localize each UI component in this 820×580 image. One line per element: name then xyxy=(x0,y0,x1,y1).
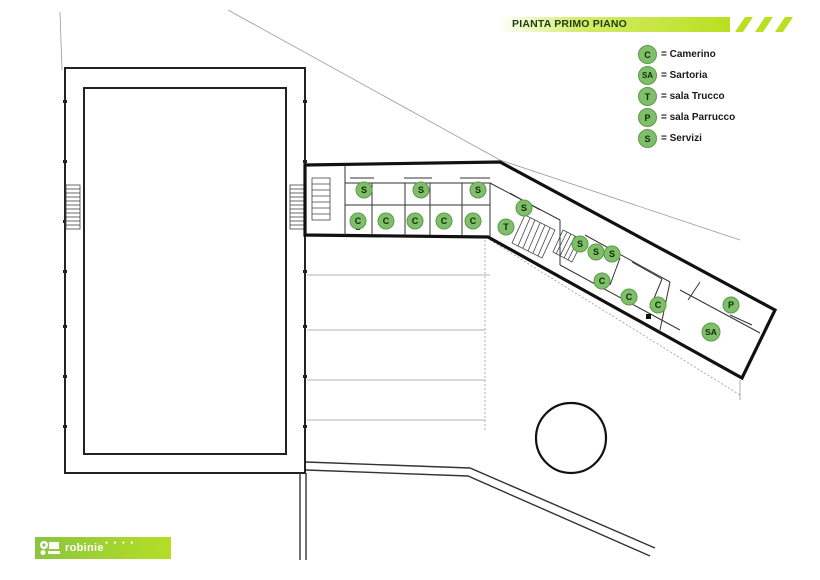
legend-item: SA = Sartoria xyxy=(638,65,735,86)
page-title: PIANTA PRIMO PIANO xyxy=(512,18,628,30)
hall-notches xyxy=(63,100,307,428)
legend-item: P = sala Parrucco xyxy=(638,107,735,128)
badge-label: C xyxy=(383,216,390,226)
badge-label: S xyxy=(475,185,481,195)
site-lines xyxy=(59,9,741,430)
badge-label: C xyxy=(599,276,606,286)
logo: ● ● ● ● robinie xyxy=(35,537,171,559)
badge-label: P xyxy=(728,300,734,310)
badge-s1: S xyxy=(355,181,373,199)
badge-c2: C xyxy=(377,212,395,230)
badge-label: T xyxy=(503,222,509,232)
badge-s6: S xyxy=(587,243,605,261)
logo-name: robinie xyxy=(65,542,104,554)
badge-sa1: SA xyxy=(701,322,721,342)
badge-s7: S xyxy=(603,245,621,263)
badge-s3: S xyxy=(469,181,487,199)
logo-mark-icon xyxy=(40,541,60,555)
badge-label: C xyxy=(655,300,662,310)
badge-label: S xyxy=(361,185,367,195)
room-badges: S S S S S S S C C C C C T C C C P SA xyxy=(349,181,740,342)
dressing-wing xyxy=(303,160,778,381)
legend-label: = Sartoria xyxy=(661,70,708,81)
badge-p1: P xyxy=(722,296,740,314)
badge-c8: C xyxy=(649,296,667,314)
badge-c5: C xyxy=(464,212,482,230)
legend-label: = sala Parrucco xyxy=(661,112,736,123)
badge-c6: C xyxy=(593,272,611,290)
badge-label: SA xyxy=(705,327,717,337)
badge-label: S xyxy=(593,247,599,257)
hall-stair-right xyxy=(289,184,305,230)
badge-s2: S xyxy=(412,181,430,199)
title-bar: PIANTA PRIMO PIANO xyxy=(498,17,730,32)
legend-label: = Camerino xyxy=(661,49,716,60)
badge-t1: T xyxy=(497,218,515,236)
legend-badge: T xyxy=(638,87,657,106)
badge-label: C xyxy=(412,216,419,226)
badge-label: C xyxy=(470,216,477,226)
legend-badge: P xyxy=(638,108,657,127)
badge-c4: C xyxy=(435,212,453,230)
main-hall xyxy=(63,67,307,474)
title-stripes xyxy=(735,17,793,32)
badge-label: S xyxy=(609,249,615,259)
road xyxy=(299,461,656,560)
badge-label: S xyxy=(577,239,583,249)
legend-label: = sala Trucco xyxy=(661,91,725,102)
badge-label: C xyxy=(626,292,633,302)
badge-label: S xyxy=(521,203,527,213)
badge-s5: S xyxy=(571,235,589,253)
badge-label: C xyxy=(441,216,448,226)
legend-item: C = Camerino xyxy=(638,44,735,65)
legend-badge: S xyxy=(638,129,657,148)
badge-s4: S xyxy=(515,199,533,217)
round-pavilion xyxy=(534,401,608,475)
legend: C = Camerino SA = Sartoria T = sala Truc… xyxy=(638,44,735,149)
legend-item: T = sala Trucco xyxy=(638,86,735,107)
badge-c1: C xyxy=(349,212,367,230)
badge-label: C xyxy=(355,216,362,226)
logo-dots: ● ● ● ● xyxy=(105,540,136,546)
legend-item: S = Servizi xyxy=(638,128,735,149)
legend-label: = Servizi xyxy=(661,133,702,144)
legend-badge: SA xyxy=(638,66,657,85)
badge-label: S xyxy=(418,185,424,195)
badge-c7: C xyxy=(620,288,638,306)
hall-stair-left xyxy=(65,184,81,230)
legend-badge: C xyxy=(638,45,657,64)
badge-c3: C xyxy=(406,212,424,230)
